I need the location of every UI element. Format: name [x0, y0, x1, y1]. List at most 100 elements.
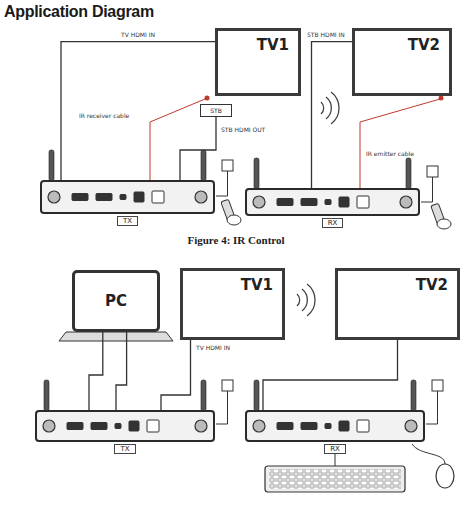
tv-monitor: TV2 — [335, 268, 460, 340]
adapter-cord — [216, 391, 228, 424]
wave — [307, 284, 315, 316]
hdmi-cable — [161, 340, 191, 410]
extender-unit: RX — [245, 410, 425, 458]
device-housing — [245, 188, 420, 216]
hdmi-cable — [116, 332, 127, 410]
antenna — [411, 380, 416, 411]
port — [325, 200, 331, 205]
hdmi-cable — [312, 42, 353, 188]
ir-eye — [205, 96, 210, 101]
antenna — [254, 158, 259, 189]
ir-emitter-line — [360, 99, 440, 188]
port — [277, 199, 293, 206]
port — [357, 196, 369, 208]
port — [357, 420, 369, 432]
hdmi-cable — [89, 332, 103, 410]
device-ports — [42, 182, 213, 212]
port — [277, 423, 293, 430]
extender-unit: TX — [40, 180, 215, 230]
antenna-knob — [253, 196, 265, 208]
hdmi-cable — [263, 340, 398, 410]
hand — [437, 219, 451, 229]
ir-cable — [150, 99, 440, 188]
laptop: PC — [72, 270, 160, 332]
device-housing — [245, 410, 425, 442]
ir-receiver-line — [150, 99, 205, 180]
unit-name: RX — [322, 218, 344, 228]
adapter — [222, 380, 233, 391]
antenna — [201, 150, 206, 181]
mouse-cable — [412, 444, 445, 464]
wave — [302, 289, 307, 311]
unit-name: TX — [117, 216, 138, 226]
port — [72, 194, 88, 201]
hdmi-cable — [180, 117, 216, 180]
tv-name: TV1 — [241, 276, 273, 294]
ir-eye — [439, 96, 444, 101]
mouse-body — [436, 464, 454, 488]
port — [301, 199, 317, 206]
antenna-knob — [400, 196, 412, 208]
diagram-title: Application Diagram — [4, 3, 154, 21]
antenna-knob — [43, 420, 55, 432]
box-name: STB — [210, 107, 222, 114]
tv-monitor: TV1 — [215, 28, 301, 96]
antenna-knob — [253, 420, 265, 432]
device-ports — [247, 412, 423, 440]
laptop-base — [59, 332, 173, 341]
port — [339, 421, 349, 431]
port — [134, 192, 144, 202]
cable-label: TV HDMI IN — [120, 31, 156, 38]
device-ports — [247, 190, 418, 214]
adapter — [432, 380, 443, 391]
keys — [269, 469, 401, 489]
port — [339, 197, 349, 207]
port — [67, 423, 83, 430]
cable-label: IR emitter cable — [365, 150, 415, 157]
adapter-cord — [421, 177, 433, 202]
tv-name: TV1 — [257, 36, 289, 54]
hand — [227, 215, 241, 225]
adapter-cord — [426, 391, 438, 424]
wave — [331, 92, 339, 124]
tv-name: TV2 — [408, 36, 440, 54]
antenna — [44, 380, 49, 411]
mouse — [412, 444, 454, 488]
wave — [321, 102, 324, 114]
cable-label: STB HDMI IN — [306, 31, 346, 38]
antenna-knob — [405, 420, 417, 432]
tv-name: TV2 — [416, 276, 448, 294]
device-housing — [40, 180, 215, 214]
adapter — [427, 166, 438, 177]
port — [120, 195, 126, 200]
figure-caption: Figure 4: IR Control — [0, 234, 472, 246]
port — [325, 424, 331, 429]
device-ports — [37, 412, 213, 440]
keyboard-body — [265, 466, 405, 492]
extender-unit: TX — [35, 410, 215, 458]
port — [301, 423, 317, 430]
wave — [326, 97, 331, 119]
tv-monitor: TV1 — [180, 268, 285, 340]
pc-name: PC — [105, 292, 127, 310]
cable-label: STB HDMI OUT — [220, 126, 266, 133]
wave — [297, 294, 300, 306]
unit-name: RX — [324, 444, 346, 454]
port — [115, 424, 121, 429]
port — [96, 194, 112, 201]
port — [147, 420, 159, 432]
antenna — [201, 380, 206, 411]
port — [129, 421, 139, 431]
set-top-box: STB — [200, 104, 232, 117]
adapter — [222, 160, 233, 171]
antenna — [49, 150, 54, 181]
cable-label: TV HDMI IN — [195, 344, 231, 351]
antenna-knob — [195, 191, 207, 203]
port — [91, 423, 107, 430]
antenna — [254, 380, 259, 411]
port — [152, 191, 164, 203]
antenna — [406, 158, 411, 189]
antenna-knob — [195, 420, 207, 432]
antenna-knob — [48, 191, 60, 203]
